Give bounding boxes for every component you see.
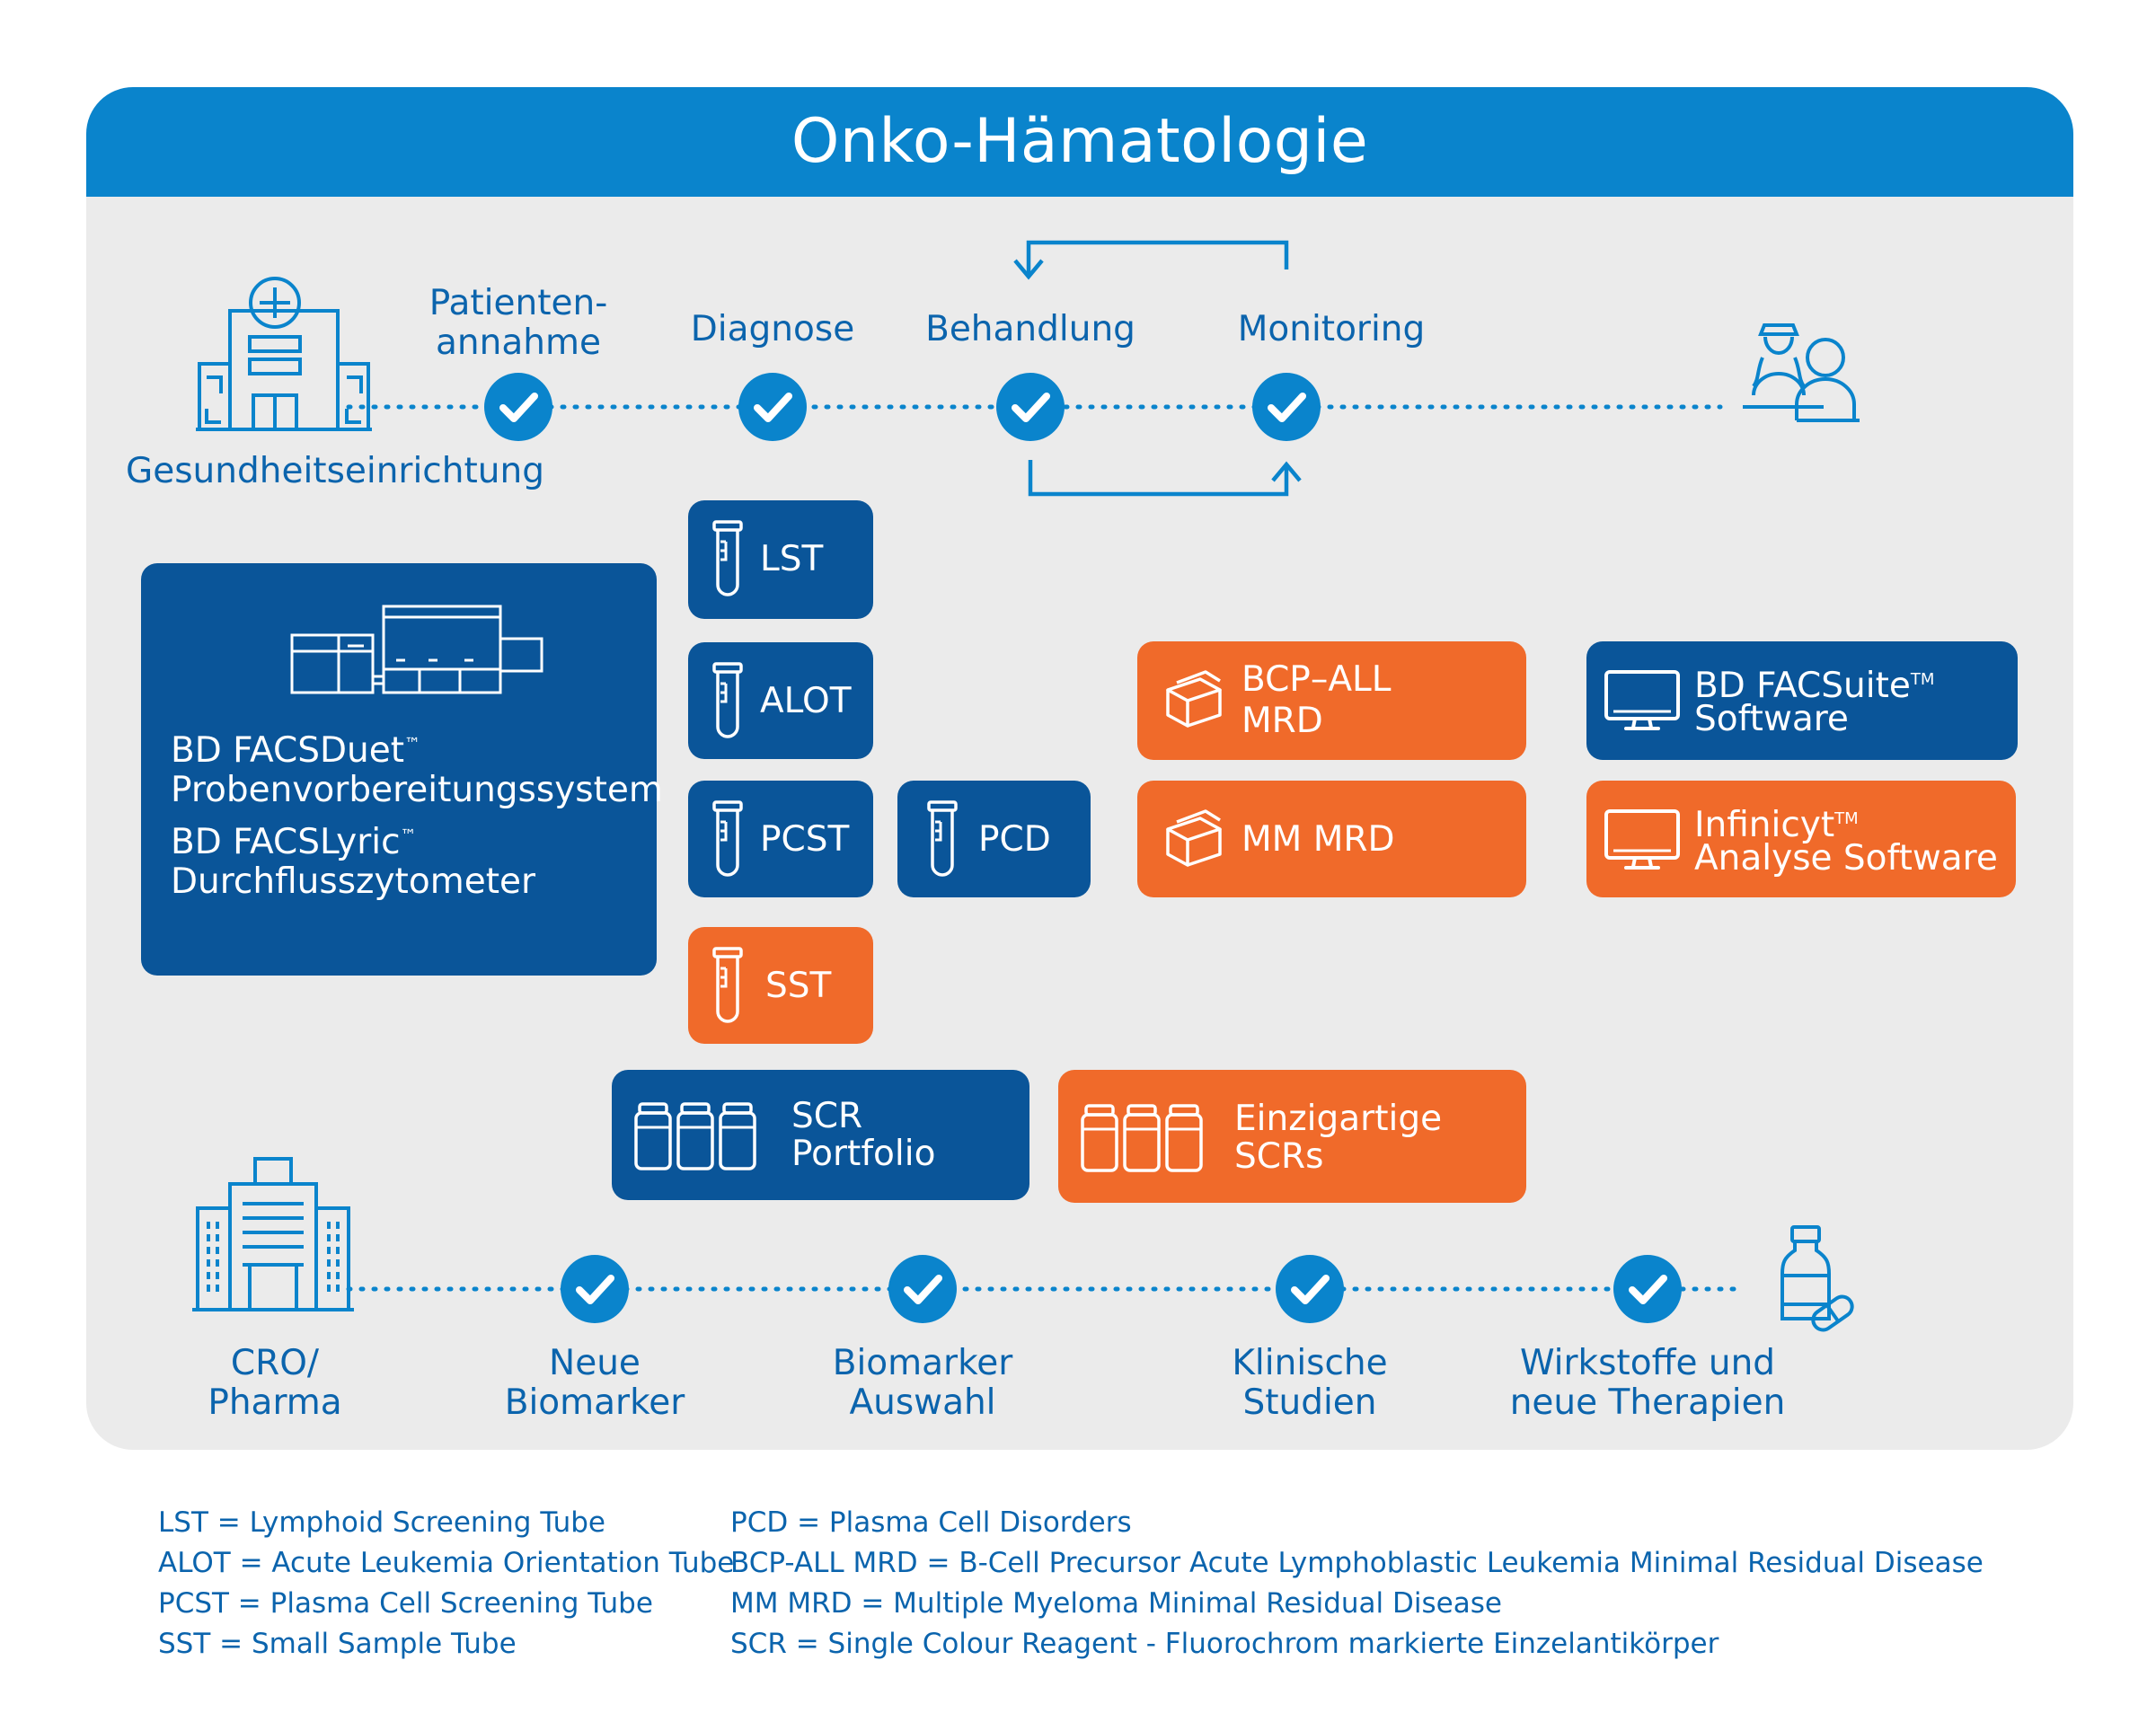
checkmark-icon [1252,373,1321,441]
legend-item: SST = Small Sample Tube [158,1628,517,1660]
page-title: Onko-Hämatologie [791,106,1369,177]
step-label-treatment: Behandlung [925,309,1135,349]
test-tube-icon [712,800,743,877]
tube-box-lst: LST [688,500,873,619]
loop-arrow-bottom [1028,460,1289,497]
software-facsuite-line-2: Software [1694,699,1849,739]
legend-item: MM MRD = Multiple Myeloma Minimal Residu… [730,1587,1502,1620]
checkmark-icon [888,1255,957,1323]
test-tube-icon [927,800,958,877]
legend-item: SCR = Single Colour Reagent - Fluorochro… [730,1628,1719,1660]
tube-box-pcst: PCST [688,781,873,897]
software-box-facsuite: BD FACSuiteTM Software [1586,641,2018,760]
tube-label-sst: SST [765,966,832,1006]
title-banner [86,87,2073,197]
software-box-infinicyt: InfinicytTM Analyse Software [1586,781,2016,897]
test-tube-icon [712,947,743,1023]
office-building-icon [192,1157,354,1311]
tube-box-sst: SST [688,927,873,1044]
checkmark-icon [738,373,807,441]
checkmark-icon [1613,1255,1682,1323]
step-label-intake: Patienten- annahme [429,283,608,363]
step-label-new-biomarkers: Neue Biomarker [504,1343,685,1423]
instrument-line-3: BD FACSLyric [171,822,401,862]
instrument-line-1: BD FACSDuet [171,730,405,771]
step-label-diagnosis: Diagnose [690,309,855,349]
reagent-box-unique-scrs: Einzigartige SCRs [1058,1070,1526,1203]
reagent-kit-icon [1166,809,1222,867]
legend-item: PCST = Plasma Cell Screening Tube [158,1587,653,1620]
step-label-monitoring: Monitoring [1237,309,1426,349]
tube-box-alot: ALOT [688,642,873,759]
trademark-sign: ™ [400,826,417,845]
legend-item: BCP-ALL MRD = B-Cell Precursor Acute Lym… [730,1547,1984,1579]
monitor-icon [1604,670,1680,730]
legend-item: PCD = Plasma Cell Disorders [730,1506,1132,1539]
nurse-patient-icon [1743,323,1860,422]
loop-arrow-top [1026,240,1289,274]
tube-label-lst: LST [760,539,824,579]
reagent-box-scr-portfolio: SCR Portfolio [612,1070,1029,1200]
reagent-unique-line-1: Einzigartige [1234,1099,1443,1139]
flow-cytometer-icon [290,605,543,694]
instrument-line-2: Probenvorbereitungssystem [171,770,663,810]
checkmark-icon [996,373,1065,441]
step-label-clinical-studies: Klinische Studien [1232,1343,1388,1423]
vials-icon [1081,1104,1203,1172]
trademark-sign: ™ [404,735,421,754]
checkmark-icon [561,1255,629,1323]
instrument-box: BD FACSDuet™ Probenvorbereitungssystem B… [141,563,663,976]
step-label-biomarker-selection: Biomarker Auswahl [832,1343,1013,1423]
reagent-unique-line-2: SCRs [1234,1136,1324,1177]
mrd-bcp-line-2: MRD [1241,701,1323,741]
checkmark-icon [1276,1255,1344,1323]
software-infinicyt-line-1: Infinicyt [1694,805,1835,845]
tube-label-alot: ALOT [760,681,852,721]
mrd-box-mm: MM MRD [1137,781,1526,897]
vials-icon [634,1102,756,1170]
software-infinicyt-line-2: Analyse Software [1694,838,1998,879]
legend-right: PCD = Plasma Cell Disorders BCP-ALL MRD … [730,1503,1984,1665]
checkmark-icon [484,373,552,441]
tube-label-pcd: PCD [978,819,1051,860]
hospital-icon [196,277,372,431]
start-label-health-facility: Gesundheitseinrichtung [126,451,544,491]
legend-item: LST = Lymphoid Screening Tube [158,1506,605,1539]
step-label-new-therapies: Wirkstoffe und neue Therapien [1509,1343,1786,1423]
start-label-cro-pharma: CRO/ Pharma [208,1343,342,1423]
legend-item: ALOT = Acute Leukemia Orientation Tube [158,1547,735,1579]
reagent-kit-icon [1166,670,1222,728]
reagent-scr-line-1: SCR [791,1096,863,1136]
medicine-bottle-icon [1780,1225,1854,1332]
legend-left: LST = Lymphoid Screening Tube ALOT = Acu… [158,1503,734,1665]
test-tube-icon [712,520,743,596]
reagent-scr-line-2: Portfolio [791,1134,936,1174]
mrd-box-bcp-all: BCP–ALL MRD [1137,641,1526,760]
instrument-line-4: Durchflusszytometer [171,861,536,902]
trademark-sign: TM [1910,670,1935,689]
tube-label-pcst: PCST [760,819,850,860]
mrd-mm-label: MM MRD [1241,819,1395,860]
tube-box-pcd: PCD [897,781,1091,897]
monitor-icon [1604,809,1680,870]
software-facsuite-line-1: BD FACSuite [1694,666,1911,706]
mrd-bcp-line-1: BCP–ALL [1241,659,1392,700]
trademark-sign: TM [1834,809,1859,828]
